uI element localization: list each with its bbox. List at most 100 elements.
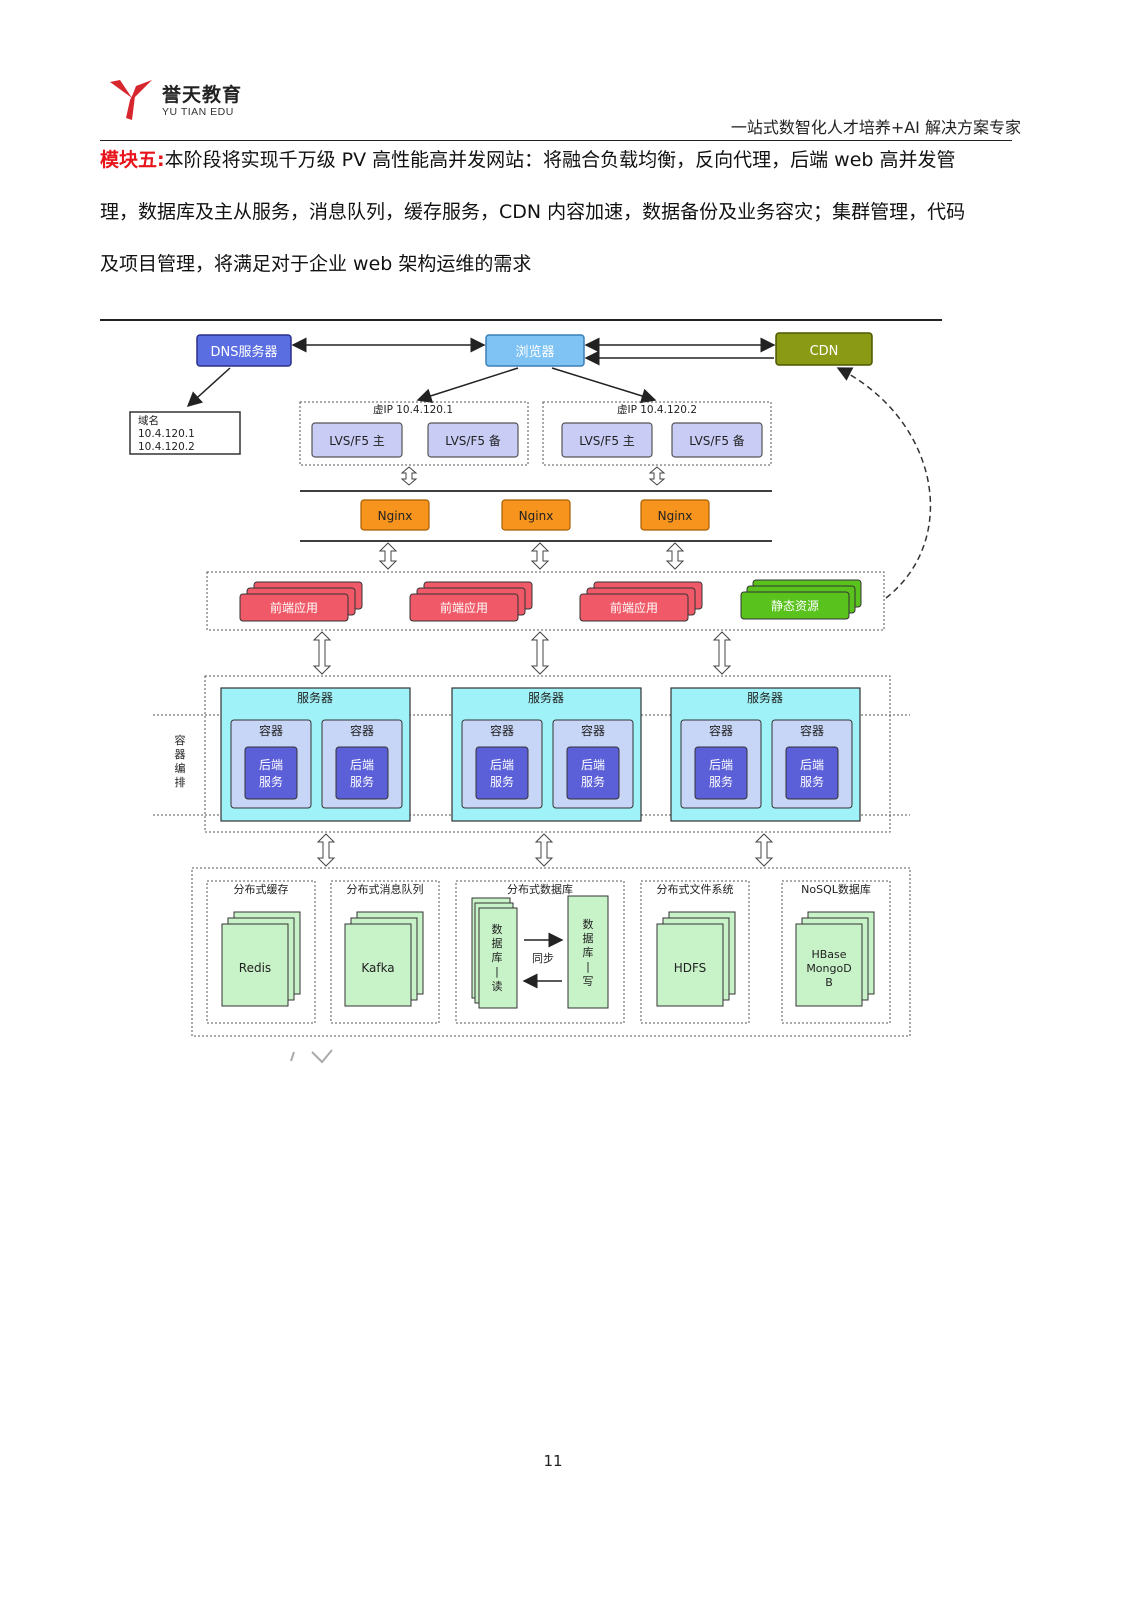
backend-2a-line2: 服务 [490,774,514,789]
header: 誉天教育 YU TIAN EDU 一站式数智化人才培养+AI 解决方案专家 [0,0,1131,150]
server-tier [204,675,891,833]
static-cdn-dashed-arrow [836,367,932,599]
header-divider [100,140,1012,141]
cdn-node: CDN [775,332,873,366]
orchestration-char-4: 排 [175,775,186,789]
db-sync-label: 同步 [532,952,554,965]
dns-domain-arrow [186,367,231,408]
backend-3b-line2: 服务 [800,774,824,789]
backend-3a-line2: 服务 [709,774,733,789]
browser-vip1-arrow [416,367,519,404]
mq-title: 分布式消息队列 [347,882,424,896]
cache-title: 分布式缓存 [234,882,289,896]
orchestration-label: 容 器 编 排 [175,733,186,789]
cache-group: 分布式缓存 Redis [206,880,316,1024]
nginx-frontend-arrows [378,542,685,570]
fs-title: 分布式文件系统 [657,882,734,896]
db-write-char-2: 据 [583,931,594,945]
server-storage-arrows [316,833,774,867]
dns-server-label: DNS服务器 [211,344,278,360]
frontend-app-2-label: 前端应用 [440,600,488,615]
static-resources-label: 静态资源 [771,599,819,613]
nginx-3-label: Nginx [658,509,693,523]
browser-vip2-arrow [551,367,657,404]
architecture-diagram: DNS服务器 浏览器 CDN 域名 10.4.120.1 10.4.120.2 … [129,332,932,1064]
orchestration-char-2: 器 [175,748,186,761]
diagram-top-rule [100,319,942,321]
cdn-label: CDN [810,344,839,359]
domain-line-2: 10.4.120.1 [138,428,195,440]
vip-group-2: 虚IP 10.4.120.2 LVS/F5 主 LVS/F5 备 [542,401,772,466]
db-read-char-5: 读 [492,979,503,993]
nosql-line-3: B [825,976,833,989]
fs-group: 分布式文件系统 HDFS [640,880,750,1024]
backend-1b-line2: 服务 [350,774,374,789]
nosql-line-2: MongoD [806,962,851,975]
lvs-backup-2-label: LVS/F5 备 [689,434,745,448]
frontend-app-1-label: 前端应用 [270,600,318,615]
intro-line-3: 及项目管理，将满足对于企业 web 架构运维的需求 [100,253,532,275]
nosql-line-1: HBase [811,948,846,961]
nginx-1-label: Nginx [378,509,413,523]
db-write-char-1: 数 [583,918,594,931]
intro-line-2: 理，数据库及主从服务，消息队列，缓存服务，CDN 内容加速，数据备份及业务容灾；… [100,201,966,223]
orchestration-char-3: 编 [175,761,186,775]
intro-line-1: 模块五:本阶段将实现千万级 PV 高性能高并发网站：将融合负载均衡，反向代理，后… [100,134,1020,186]
frontend-app-2: 前端应用 [409,581,533,622]
intro-paragraph: 模块五:本阶段将实现千万级 PV 高性能高并发网站：将融合负载均衡，反向代理，后… [100,134,1020,290]
backend-3a-line1: 后端 [709,758,733,772]
backend-2b-line1: 后端 [581,758,605,772]
backend-1b-line1: 后端 [350,758,374,772]
server-2-label: 服务器 [528,690,564,705]
backend-2a-line1: 后端 [490,758,514,772]
backend-1a-line1: 后端 [259,758,283,772]
watermark-mark [290,1049,333,1064]
backend-1a-line2: 服务 [259,774,283,789]
nginx-2-label: Nginx [519,509,554,523]
browser-node: 浏览器 [485,334,585,367]
static-resources: 静态资源 [740,579,862,620]
logo-text-cn: 誉天教育 [162,84,243,106]
frontend-app-3: 前端应用 [579,581,703,622]
server-2-container-1-label: 容器 [490,723,514,738]
lvs-backup-1-label: LVS/F5 备 [445,434,501,448]
logo-text-en: YU TIAN EDU [162,106,234,118]
intro-line-1-text: 本阶段将实现千万级 PV 高性能高并发网站：将融合负载均衡，反向代理，后端 we… [164,149,956,171]
db-read-char-1: 数 [492,923,503,936]
server-3-container-1-label: 容器 [709,723,733,738]
server-1-label: 服务器 [297,690,333,705]
frontend-tier [206,571,885,631]
vip-2-label: 虚IP 10.4.120.2 [617,404,697,416]
db-write-char-3: 库 [583,946,594,959]
server-1-container-2-label: 容器 [350,723,374,738]
frontend-server-arrows [312,631,732,675]
browser-label: 浏览器 [515,344,554,360]
logo-icon [110,80,152,120]
mq-group: 分布式消息队列 Kafka [330,880,440,1024]
server-1-container-1-label: 容器 [259,723,283,738]
hdfs-label: HDFS [674,961,707,975]
orchestration-char-1: 容 [175,733,186,747]
server-2: 服务器 容器 后端 服务 容器 后端 服务 [451,687,642,822]
lvs-main-1-label: LVS/F5 主 [329,434,385,448]
header-slogan: 一站式数智化人才培养+AI 解决方案专家 [730,118,1021,137]
server-2-container-2-label: 容器 [581,723,605,738]
db-read-char-2: 据 [492,936,503,950]
domain-box: 域名 10.4.120.1 10.4.120.2 [129,411,241,455]
redis-label: Redis [239,961,271,975]
lvs-main-2-label: LVS/F5 主 [579,434,635,448]
db-write-char-5: 写 [583,975,594,988]
db-read-char-3: 库 [492,951,503,964]
db-write-char-4: | [586,960,590,973]
server-3-label: 服务器 [747,690,783,705]
vip-connector-arrows [400,466,666,486]
page-number: 11 [543,1452,563,1470]
domain-line-1: 域名 [138,414,159,427]
module-label: 模块五: [100,149,165,171]
server-1: 服务器 容器 后端 服务 容器 后端 服务 [220,687,411,822]
nosql-group: NoSQL数据库 HBase MongoD B [781,880,891,1024]
dns-server-node: DNS服务器 [196,334,292,367]
kafka-label: Kafka [361,961,394,975]
storage-tier [191,867,911,1037]
server-3-container-2-label: 容器 [800,723,824,738]
